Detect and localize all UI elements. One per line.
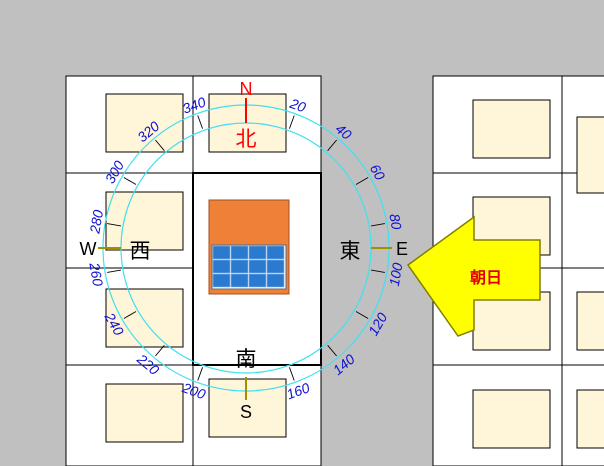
compass-tick xyxy=(123,177,137,185)
south-kanji: 南 xyxy=(236,347,257,371)
compass-tick xyxy=(289,115,295,129)
compass-tick xyxy=(155,139,165,152)
degree-label: 160 xyxy=(284,379,312,402)
compass-tick xyxy=(107,269,122,273)
solar-panel xyxy=(212,245,285,288)
house xyxy=(576,389,604,449)
solar-cell xyxy=(248,273,267,288)
degree-label: 260 xyxy=(86,261,106,288)
west-kanji: 西 xyxy=(130,239,151,263)
solar-cell xyxy=(212,245,231,260)
house xyxy=(105,191,184,251)
east-kanji: 東 xyxy=(340,239,361,263)
house xyxy=(576,116,604,194)
solar-cell xyxy=(212,259,231,274)
solar-cell xyxy=(230,273,249,288)
house xyxy=(576,291,604,351)
north-kanji: 北 xyxy=(236,127,257,151)
house xyxy=(105,288,184,348)
degree-label: 340 xyxy=(180,94,208,117)
compass-tick xyxy=(197,367,203,381)
house xyxy=(105,383,184,443)
degree-label: 200 xyxy=(179,379,208,402)
solar-cell xyxy=(212,273,231,288)
compass-tick xyxy=(197,115,203,129)
degree-label: 280 xyxy=(86,209,106,236)
south-letter: S xyxy=(240,402,252,422)
degree-label: 100 xyxy=(386,261,406,287)
solar-cell xyxy=(230,259,249,274)
target-house xyxy=(208,199,290,295)
morning-sun-arrow: 朝日 xyxy=(406,215,541,337)
compass-ticks xyxy=(107,115,385,381)
degree-label: 20 xyxy=(287,95,308,116)
sun-arrow-label: 朝日 xyxy=(470,268,502,287)
compass-tick xyxy=(155,344,165,357)
degree-label: 40 xyxy=(333,120,355,142)
neighbor-houses-left xyxy=(105,93,287,443)
compass-tick xyxy=(355,311,369,319)
east-letter: E xyxy=(396,239,408,259)
degree-label: 120 xyxy=(365,310,391,338)
house xyxy=(472,389,551,449)
solar-cell xyxy=(266,273,285,288)
neighbor-houses-right xyxy=(472,99,604,449)
compass-tick xyxy=(370,269,385,273)
compass-tick xyxy=(370,223,385,227)
compass-tick xyxy=(327,344,337,357)
solar-cell xyxy=(266,245,285,260)
compass-tick xyxy=(327,139,337,152)
house xyxy=(472,291,551,351)
compass-tick xyxy=(107,223,122,227)
degree-label: 140 xyxy=(330,351,358,378)
compass-tick xyxy=(123,311,137,319)
sun-arrow-shape xyxy=(406,215,541,337)
north-letter: N xyxy=(240,79,253,99)
compass-tick xyxy=(289,367,295,381)
west-letter: W xyxy=(80,239,97,259)
house xyxy=(472,99,551,159)
solar-cell xyxy=(266,259,285,274)
solar-cell xyxy=(248,245,267,260)
compass-tick xyxy=(355,177,369,185)
degree-label: 80 xyxy=(386,213,404,231)
solar-cell xyxy=(230,245,249,260)
solar-cell xyxy=(248,259,267,274)
degree-label: 60 xyxy=(367,161,389,183)
house xyxy=(105,93,184,153)
